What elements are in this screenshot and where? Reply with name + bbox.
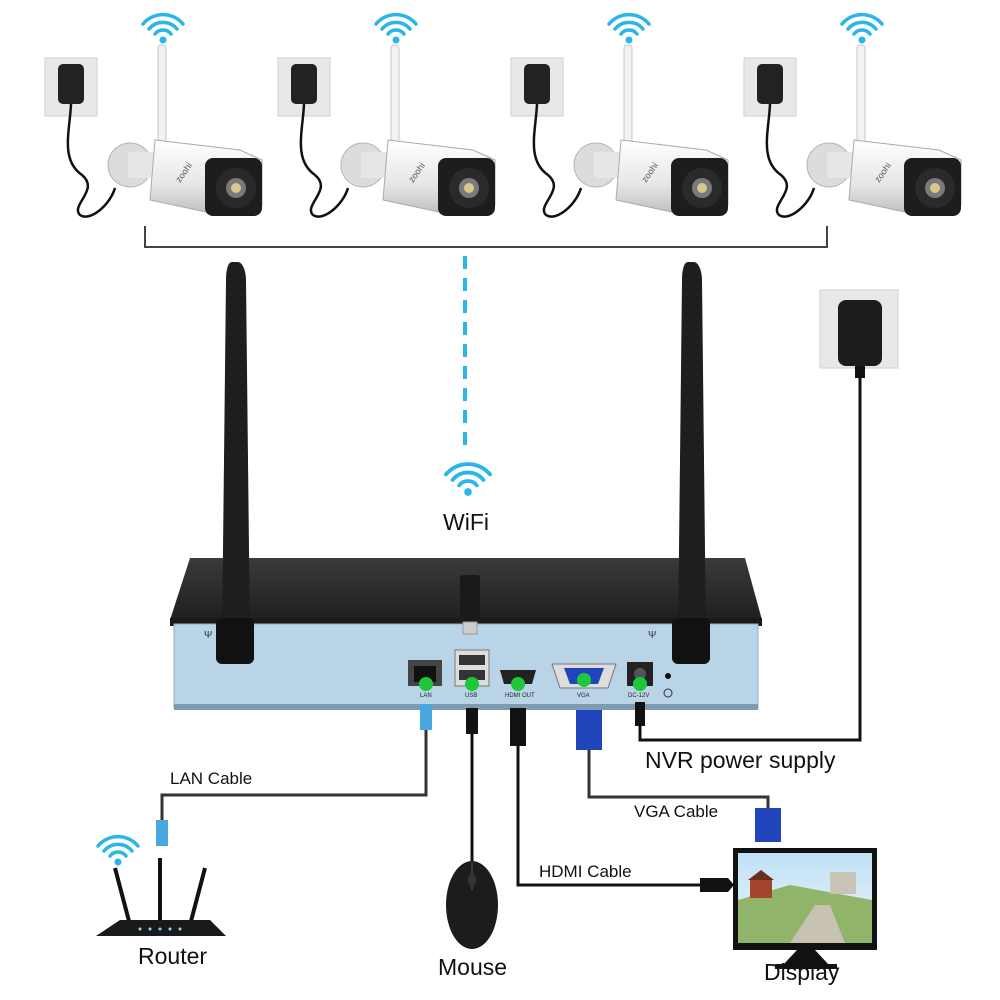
power-adapter: [277, 57, 350, 218]
vga-port-label: VGA: [577, 693, 590, 699]
hdmi-cable-label: HDMI Cable: [539, 862, 632, 881]
wifi-icon: [374, 12, 418, 46]
camera-unit-4: zoohi: [743, 12, 962, 218]
camera-group-bracket: [144, 226, 828, 248]
wifi-icon: [607, 12, 651, 46]
hdmi-connector: [510, 708, 526, 746]
svg-text:Ψ: Ψ: [648, 630, 656, 641]
lan-cable-label: LAN Cable: [170, 769, 253, 788]
nvr-power-adapter: [819, 289, 899, 378]
camera-antenna: [157, 44, 167, 146]
nvr-wifi-icon: [444, 462, 492, 498]
wifi-icon: [141, 12, 185, 46]
mouse-label: Mouse: [438, 954, 508, 980]
lan-connector: [156, 704, 432, 846]
nvr-antenna-left: [216, 262, 254, 664]
display-monitor: [733, 848, 877, 969]
usb-dongle: [460, 575, 480, 635]
wifi-label: WiFi: [443, 509, 489, 535]
dc-power-port: DC-12V: [627, 662, 653, 699]
wifi-icon: [840, 12, 884, 46]
power-adapter: [510, 57, 583, 218]
camera-unit-2: zoohi: [277, 12, 496, 218]
hdmi-port-label: HDMI OUT: [505, 693, 535, 699]
vga-cable: [587, 750, 770, 808]
hdmi-cable: [516, 745, 702, 887]
bullet-camera: zoohi: [340, 139, 496, 216]
router-label: Router: [138, 943, 208, 969]
camera-unit-3: zoohi: [510, 12, 729, 218]
nvr-antenna-right: [672, 262, 710, 664]
lan-cable: [160, 728, 428, 820]
power-adapter: [743, 57, 816, 218]
dc-port-label: DC-12V: [628, 693, 649, 699]
nvr-power-supply-label: NVR power supply: [645, 747, 836, 773]
router: [96, 834, 226, 936]
lan-port-label: LAN: [420, 693, 432, 699]
usb-port-label: USB: [465, 693, 477, 699]
svg-text:Ψ: Ψ: [204, 630, 212, 641]
nvr-recorder: Ψ Ψ LAN USB HDMI OUT: [170, 262, 762, 710]
router-wifi-icon: [96, 834, 140, 868]
vga-cable-label: VGA Cable: [634, 802, 719, 821]
bullet-camera: zoohi: [107, 139, 263, 216]
power-adapter: [44, 57, 117, 218]
bullet-camera: zoohi: [806, 139, 962, 216]
vga-connector: [576, 710, 602, 750]
lan-port: LAN: [408, 660, 442, 699]
camera-antenna: [623, 44, 633, 146]
usb-port: USB: [454, 649, 490, 699]
mouse: [446, 861, 498, 949]
camera-unit-1: zoohi: [44, 12, 263, 218]
bullet-camera: zoohi: [573, 139, 729, 216]
camera-antenna: [856, 44, 866, 146]
display-label: Display: [764, 959, 840, 985]
vga-port: VGA: [551, 663, 617, 699]
hdmi-port: HDMI OUT: [500, 670, 536, 699]
usb-connector: [466, 708, 478, 734]
camera-antenna: [390, 44, 400, 146]
